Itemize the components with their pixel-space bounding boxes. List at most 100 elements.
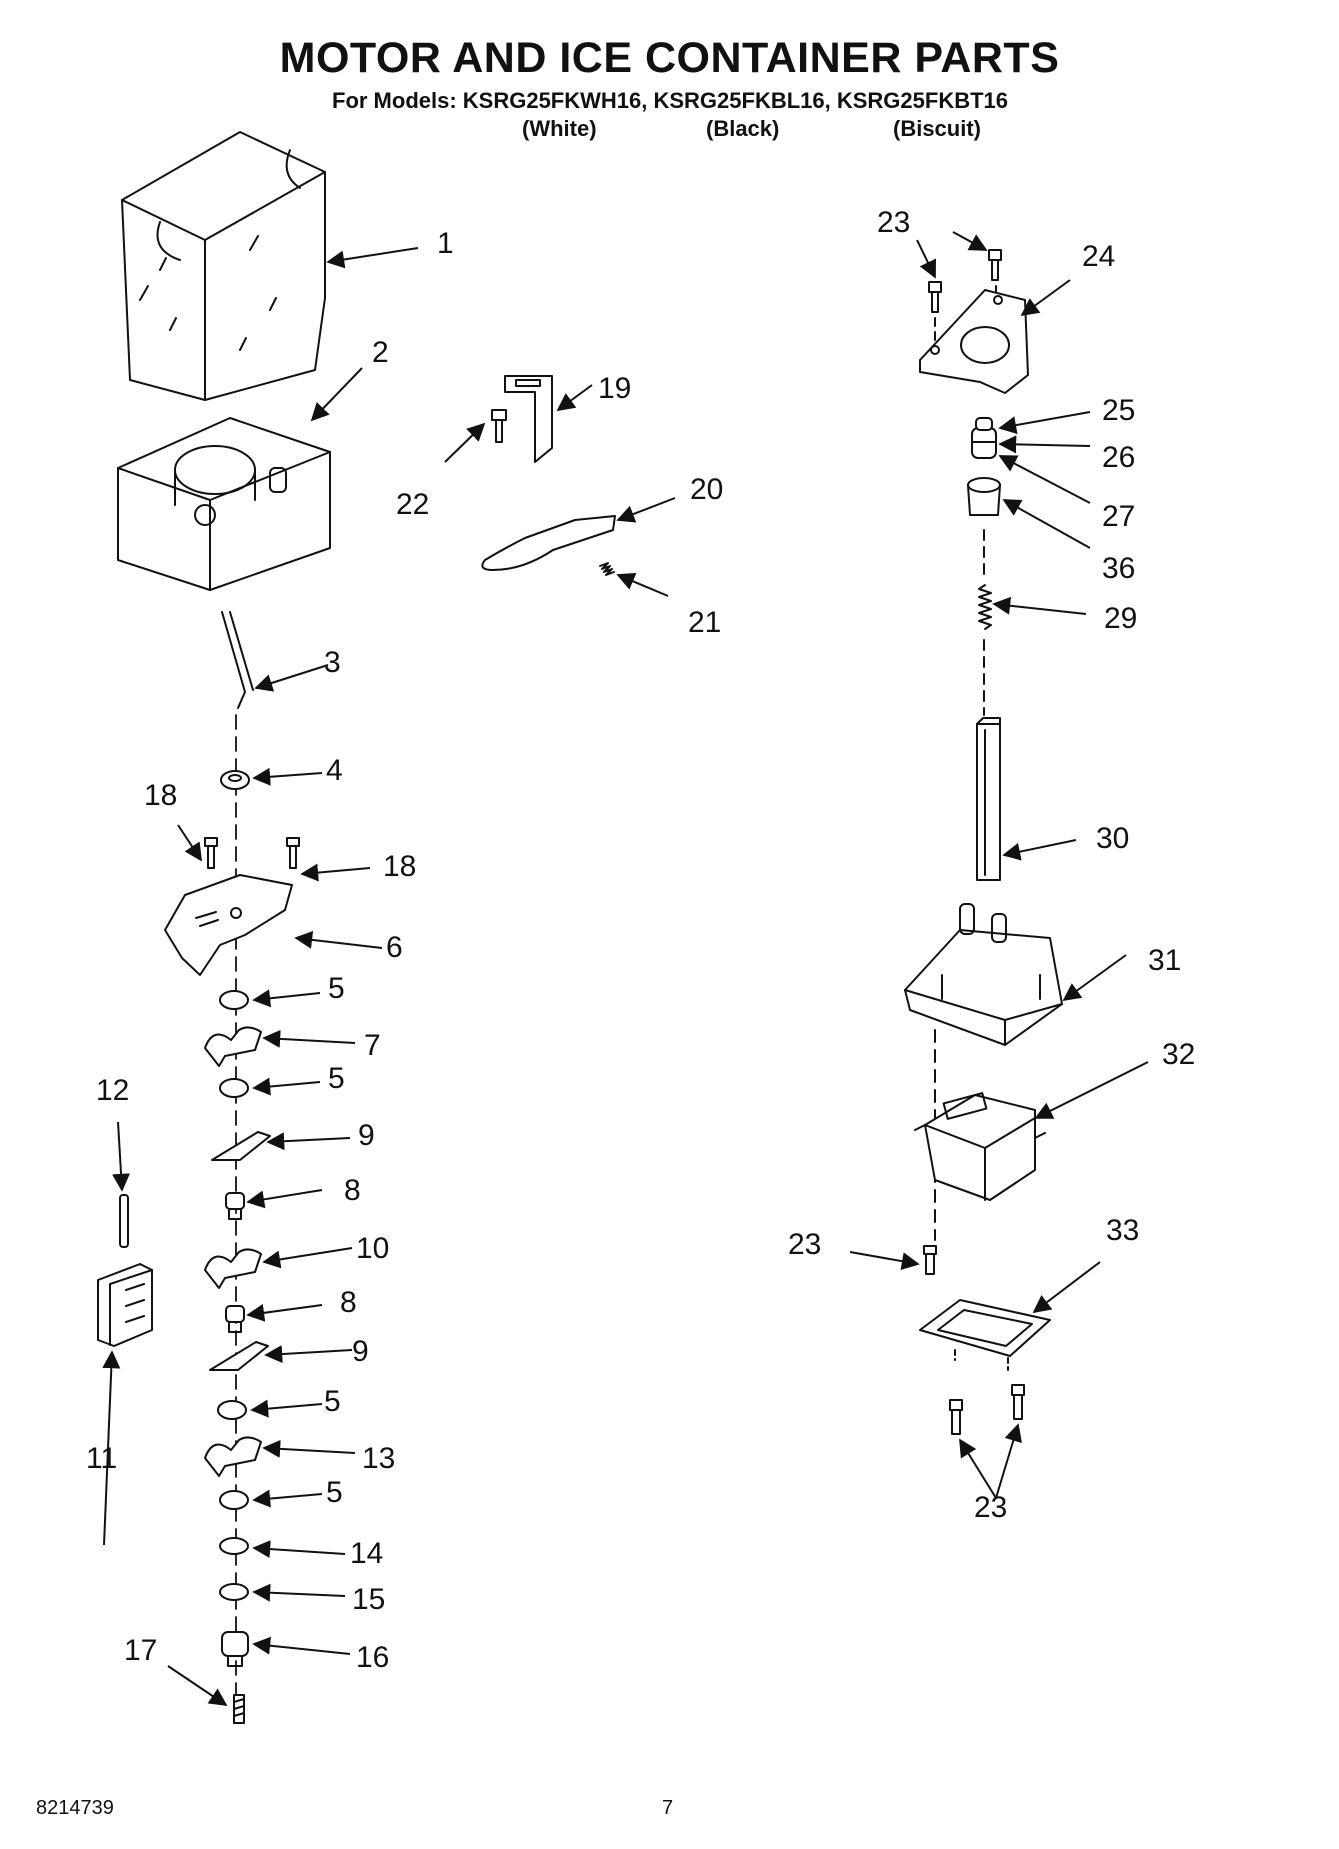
callout-5b: 5 [328, 1062, 345, 1095]
arrow-23e [995, 1423, 1022, 1499]
arrow-12 [112, 1121, 131, 1192]
page-number: 7 [662, 1797, 674, 1819]
document-number: 8214739 [36, 1797, 114, 1819]
callout-1: 1 [437, 227, 454, 260]
models-line: For Models: KSRG25FKWH16, KSRG25FKBL16, … [332, 88, 1009, 113]
arrow-18b [300, 863, 371, 882]
callout-10: 10 [356, 1232, 389, 1265]
screw-18a [204, 837, 218, 869]
arrow-33 [1032, 1261, 1101, 1314]
callout-33: 33 [1106, 1214, 1139, 1247]
callout-27: 27 [1102, 500, 1135, 533]
arrow-10 [262, 1247, 353, 1269]
callout-22: 22 [396, 488, 429, 521]
screw-23c [923, 1245, 937, 1275]
mounting-bracket-part [164, 874, 293, 976]
arrow-22 [444, 422, 486, 463]
arrow-15 [252, 1583, 346, 1602]
color-white: (White) [522, 116, 597, 141]
ice-blade-13 [204, 1436, 262, 1477]
bracket-19 [504, 375, 553, 463]
arrow-23d [959, 1438, 997, 1499]
callout-9a: 9 [358, 1119, 375, 1152]
callout-11: 11 [86, 1442, 117, 1475]
screw-23e [1011, 1384, 1025, 1420]
callout-36: 36 [1102, 552, 1135, 585]
auger-rod-part [221, 611, 246, 709]
callout-16: 16 [356, 1641, 389, 1674]
callout-9b: 9 [352, 1335, 369, 1368]
arrow-4 [252, 767, 323, 786]
callout-14: 14 [350, 1537, 383, 1570]
arrow-13 [262, 1439, 356, 1458]
arrow-25 [998, 411, 1091, 435]
arrow-32 [1034, 1061, 1149, 1119]
washer-14 [219, 1537, 249, 1555]
drive-nut-16 [221, 1631, 249, 1667]
callout-26: 26 [1102, 441, 1135, 474]
arrow-2 [310, 367, 363, 422]
screw-23d [949, 1399, 963, 1435]
arrow-29 [992, 596, 1087, 615]
washer-5d [219, 1490, 249, 1510]
callout-19: 19 [598, 372, 631, 405]
screw-22 [491, 409, 507, 443]
screw-17 [233, 1694, 245, 1724]
color-black: (Black) [706, 116, 780, 141]
arrow-31 [1062, 954, 1127, 1002]
coupler-25-27 [971, 417, 997, 459]
callout-6: 6 [386, 931, 403, 964]
callout-15: 15 [352, 1583, 385, 1616]
callout-31: 31 [1148, 944, 1181, 977]
washer-15 [219, 1583, 249, 1601]
callout-3: 3 [324, 646, 341, 679]
arrow-5d [252, 1489, 323, 1508]
cup-36 [967, 477, 1001, 516]
ice-blade-9a [211, 1131, 271, 1161]
arrow-9b [264, 1345, 353, 1364]
callout-23a: 23 [877, 206, 910, 239]
callout-13: 13 [362, 1442, 395, 1475]
auger-shaft-30 [976, 717, 1001, 881]
spacer-8b [225, 1305, 245, 1333]
arrow-3 [254, 664, 329, 692]
ice-bucket-housing-part [117, 417, 331, 591]
washer-5b [219, 1078, 249, 1098]
arrow-9a [266, 1132, 351, 1151]
arrow-21 [616, 572, 669, 597]
arrow-19 [556, 384, 593, 412]
arrow-30 [1002, 839, 1077, 861]
callout-18b: 18 [383, 850, 416, 883]
arrow-23c [849, 1251, 920, 1271]
ice-crusher-block-11 [97, 1263, 153, 1347]
callout-2: 2 [372, 336, 389, 369]
ice-blade-10 [204, 1248, 262, 1289]
arrow-26 [998, 435, 1091, 454]
arrow-18a [177, 824, 202, 862]
arrow-16 [252, 1636, 351, 1655]
motor-32 [914, 1092, 1046, 1201]
pin-12 [119, 1194, 129, 1248]
callout-8a: 8 [344, 1174, 361, 1207]
arrow-8a [246, 1189, 323, 1209]
arrow-27 [998, 455, 1091, 504]
gasket-33 [919, 1299, 1051, 1371]
arrow-11 [102, 1350, 121, 1546]
arrow-8b [246, 1303, 323, 1322]
arrow-7 [262, 1029, 356, 1048]
arrow-5a [252, 989, 321, 1008]
arrow-5c [250, 1399, 323, 1418]
callout-5c: 5 [324, 1385, 341, 1418]
ice-blade-7 [204, 1026, 262, 1067]
motor-housing-31 [904, 903, 1063, 1046]
washer-5a [219, 990, 249, 1010]
arrow-23a [916, 239, 937, 279]
spacer-8a [225, 1192, 245, 1220]
color-biscuit: (Biscuit) [893, 116, 981, 141]
motor-plate-24 [919, 289, 1029, 394]
spring-21 [599, 562, 615, 576]
callout-20: 20 [690, 473, 723, 506]
callout-18a: 18 [144, 779, 177, 812]
arrow-5b [252, 1077, 321, 1096]
